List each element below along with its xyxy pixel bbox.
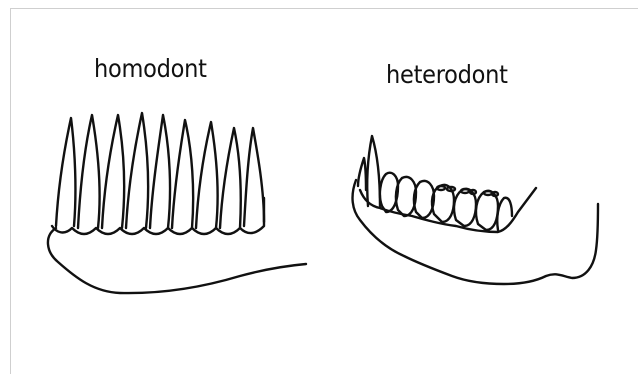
molar-cusp	[437, 186, 445, 190]
homodont-jaw	[48, 113, 306, 293]
heterodont-incisor	[358, 158, 366, 190]
homodont-tooth	[150, 115, 170, 228]
heterodont-jaw	[353, 136, 598, 284]
homodont-tooth	[56, 118, 75, 226]
homodont-tooth	[102, 115, 124, 228]
homodont-tooth	[126, 113, 148, 228]
homodont-tooth	[196, 122, 218, 228]
heterodont-canine	[367, 136, 380, 206]
homodont-tooth	[244, 128, 264, 226]
molar-cusp	[484, 191, 492, 195]
heterodont-cusps	[437, 186, 498, 196]
heterodont-molars	[380, 173, 512, 230]
homodont-teeth	[56, 113, 264, 228]
homodont-tooth	[78, 115, 100, 228]
molar-cusp	[461, 189, 469, 193]
homodont-gumline	[52, 198, 264, 234]
homodont-jaw-outline	[48, 228, 306, 293]
heterodont-gumline	[360, 188, 536, 232]
homodont-tooth	[172, 120, 193, 228]
homodont-tooth	[220, 128, 241, 228]
